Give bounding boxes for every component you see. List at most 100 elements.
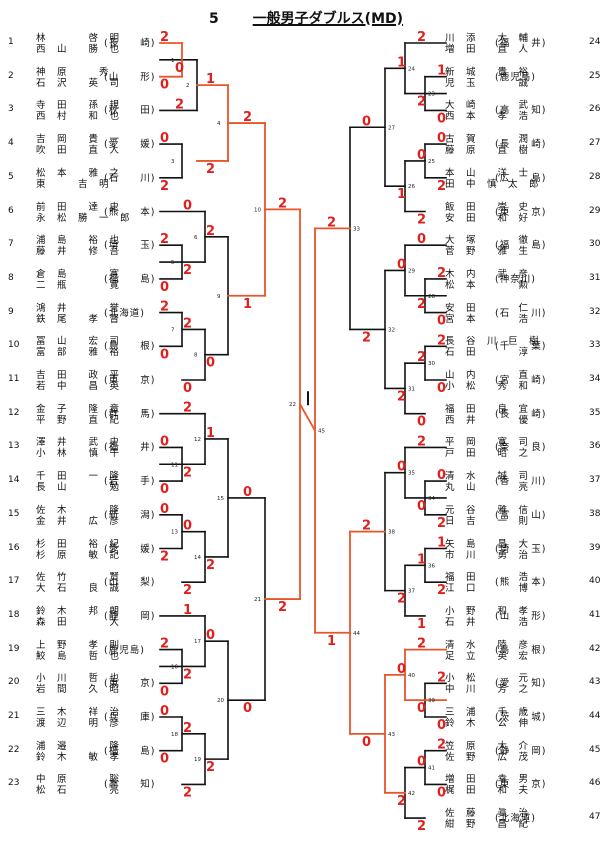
match-number: 7 [171, 327, 175, 333]
seed-number: 14 [8, 475, 20, 486]
match-score: 2 [327, 215, 336, 230]
match-number: 5 [171, 260, 175, 266]
player-name: 平 野 直 紀 [36, 414, 121, 426]
seed-number: 47 [589, 812, 601, 823]
player-name: 西 山 勝 也 [36, 44, 121, 55]
entry-left-21: 三 木 祥 治渡 辺 明 彦(兵 庫) [36, 707, 154, 729]
player-name: 飯 田 崇 史 [445, 201, 530, 213]
entry-left-10: 冨 山 宏 司富 部 雅 裕(島 根) [36, 336, 154, 359]
match-score: 2 [183, 721, 192, 736]
match-number: 43 [388, 732, 395, 738]
match-score: 2 [183, 316, 192, 331]
prefecture: (島 根) [495, 644, 547, 656]
player-name: 中 川 芳 之 [445, 684, 530, 696]
seed-number: 25 [589, 70, 601, 81]
player-name: 東 吉 明 [36, 178, 110, 190]
match-score: 2 [437, 670, 446, 685]
player-name: 吉 岡 貴 一 [36, 134, 121, 146]
player-name: 澤 井 武 史 [36, 437, 121, 449]
prefecture: (愛 知) [495, 678, 547, 690]
player-name: 鉄 尾 孝 督 [36, 313, 121, 325]
player-name: 松 石 亮 [36, 785, 121, 797]
seed-number: 34 [589, 374, 601, 384]
entry-left-9: 鴻 井 誉鉄 尾 孝 督(北海道) [36, 303, 144, 325]
player-name: 三 浦 千 歳 [445, 707, 530, 718]
player-name: 長 谷 川 巨 樹 [445, 336, 540, 348]
prefecture: (新 潟) [104, 509, 156, 521]
player-name: 鈴 木 公 伸 [445, 718, 530, 729]
match-score: 2 [243, 110, 252, 125]
seed-number: 16 [8, 542, 20, 553]
seed-number: 44 [589, 711, 601, 721]
prefecture: (島 根) [104, 341, 156, 353]
match-number: 18 [171, 732, 178, 738]
match-score: 2 [437, 266, 446, 281]
match-number: 20 [217, 698, 224, 704]
seed-number: 23 [8, 778, 20, 789]
player-name: 寺 田 孫 規 [36, 100, 121, 112]
player-name: 増 田 幸 男 [445, 774, 530, 786]
prefecture: (福 井) [495, 38, 547, 49]
match-number: 44 [353, 631, 360, 637]
seed-number: 10 [8, 340, 20, 351]
match-score: 1 [243, 297, 252, 312]
match-score: 0 [397, 460, 406, 475]
entry-right-23: 増 田 幸 男梶 田 和 夫(東 京) [445, 774, 545, 796]
player-name: 浦 邉 隆 [36, 740, 121, 752]
prefecture: (熊 本) [495, 577, 547, 589]
prefecture: (秋 田) [104, 105, 156, 117]
player-name: 古 賀 潤 [445, 134, 530, 146]
seed-number: 28 [589, 171, 601, 182]
player-name: 石 田 淳 [445, 347, 530, 359]
match-score: 0 [183, 519, 192, 534]
entry-right-20: 小 松 元中 川 芳 之(愛 知) [445, 673, 545, 696]
match-number: 26 [408, 184, 415, 190]
seed-number: 45 [589, 744, 601, 755]
prefecture: (東 京) [104, 678, 156, 690]
match-score: 2 [417, 819, 426, 834]
entry-right-11: 山 内 直小 松 秀 和(宮 崎) [445, 370, 545, 392]
player-name: 鮫 島 哲 也 [36, 650, 121, 662]
match-number: 23 [428, 92, 435, 98]
match-number: 38 [388, 530, 395, 536]
entry-left-4: 吉 岡 貴 一吹 田 直 人(愛 媛) [36, 134, 154, 156]
match-score: 0 [206, 628, 215, 643]
player-name: 長 山 勉 [36, 482, 121, 494]
player-name: 矢 島 昌 大 [445, 538, 530, 550]
player-name: 富 部 雅 裕 [36, 347, 121, 359]
player-name: 西 村 和 也 [36, 111, 121, 123]
match-number: 28 [428, 294, 435, 300]
prefecture: (熊 本) [104, 206, 156, 218]
entry-left-11: 吉 田 政 平若 中 昌 英(東 京) [36, 370, 154, 392]
match-number: 15 [217, 496, 224, 502]
seed-number: 21 [8, 711, 20, 721]
seed-number: 37 [589, 475, 601, 486]
prefecture: (東 京) [495, 779, 547, 791]
match-score: 0 [397, 257, 406, 272]
prefecture: (長 崎) [104, 38, 156, 49]
entry-left-2: 神 原 秀石 沢 英 司(山 形) [36, 67, 154, 89]
match-score: 0 [160, 434, 169, 449]
match-number: 39 [428, 698, 435, 704]
match-score: 2 [362, 519, 371, 534]
seed-number: 6 [8, 205, 14, 216]
match-score: 2 [183, 465, 192, 480]
match-score: 0 [437, 131, 446, 146]
player-name: 山 内 直 [445, 370, 530, 381]
player-name: 冨 山 宏 司 [36, 336, 121, 348]
entry-right-2: 新 城 貴 裕児 玉 誠(鹿児島) [445, 67, 535, 89]
prefecture: (福 井) [104, 442, 156, 454]
entry-left-12: 金 子 隆 章平 野 直 紀(群 馬) [36, 404, 154, 426]
player-name: 藤 原 直 樹 [445, 145, 530, 157]
entry-left-1: 林 啓 明西 山 勝 也(長 崎) [36, 33, 154, 55]
match-number: 30 [428, 361, 435, 367]
match-score: 2 [417, 297, 426, 312]
match-score: 2 [183, 667, 192, 682]
match-score: 0 [160, 78, 169, 93]
match-score: 1 [397, 55, 406, 70]
entry-right-18: 小 野 和 孝石 井 浩(山 形) [445, 606, 545, 628]
match-number: 34 [428, 496, 435, 502]
entry-right-22: 笠 原 大 介佐 野 広 茂(静 岡) [445, 741, 545, 763]
player-name: 鈴 木 敏 孝 [36, 751, 121, 763]
